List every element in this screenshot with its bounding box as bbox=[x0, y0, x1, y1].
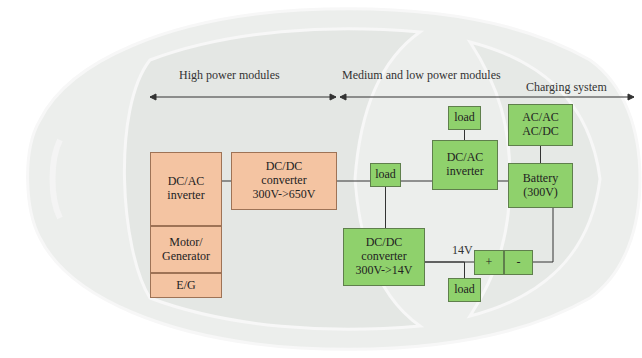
node-text: Battery (300V) bbox=[515, 172, 566, 200]
load-box: load bbox=[448, 106, 481, 130]
node-text: load bbox=[454, 111, 475, 125]
section-label: High power modules bbox=[179, 68, 280, 83]
node-text: load bbox=[454, 283, 475, 297]
engine-box: E/G bbox=[150, 273, 222, 298]
node-text: DC/DC converter 300V->14V bbox=[352, 236, 416, 277]
node-text: AC/AC AC/DC bbox=[521, 111, 560, 139]
voltage-label: 14V bbox=[452, 243, 473, 258]
wire bbox=[425, 262, 465, 278]
wire bbox=[540, 146, 541, 163]
node-text: DC/AC inverter bbox=[155, 175, 217, 203]
converter-box: DC/DC converter 300V->650V bbox=[231, 152, 337, 210]
motor-box: Motor/ Generator bbox=[150, 226, 222, 273]
wire bbox=[464, 130, 465, 140]
wire bbox=[533, 208, 553, 262]
load-box: load bbox=[370, 163, 401, 187]
node-text: DC/AC inverter bbox=[439, 151, 491, 179]
converter-box: DC/DC converter 300V->14V bbox=[343, 228, 425, 286]
terminal-box: + bbox=[474, 250, 504, 275]
node-text: DC/DC converter 300V->650V bbox=[250, 160, 318, 201]
node-text: - bbox=[517, 256, 521, 270]
wire bbox=[385, 187, 386, 228]
section-label: Charging system bbox=[526, 80, 607, 95]
charger-box: AC/AC AC/DC bbox=[508, 104, 573, 146]
node-text: load bbox=[375, 168, 396, 182]
node-text: + bbox=[486, 256, 493, 270]
section-label: Medium and low power modules bbox=[342, 68, 501, 83]
inverter-box: DC/AC inverter bbox=[432, 140, 498, 190]
load-box: load bbox=[448, 278, 481, 302]
wire bbox=[498, 181, 508, 182]
node-text: Motor/ Generator bbox=[155, 236, 217, 264]
terminal-box: - bbox=[504, 250, 533, 275]
wire bbox=[222, 181, 231, 182]
node-text: E/G bbox=[176, 279, 195, 293]
inverter-box: DC/AC inverter bbox=[150, 152, 222, 226]
battery-box: Battery (300V) bbox=[508, 163, 573, 208]
